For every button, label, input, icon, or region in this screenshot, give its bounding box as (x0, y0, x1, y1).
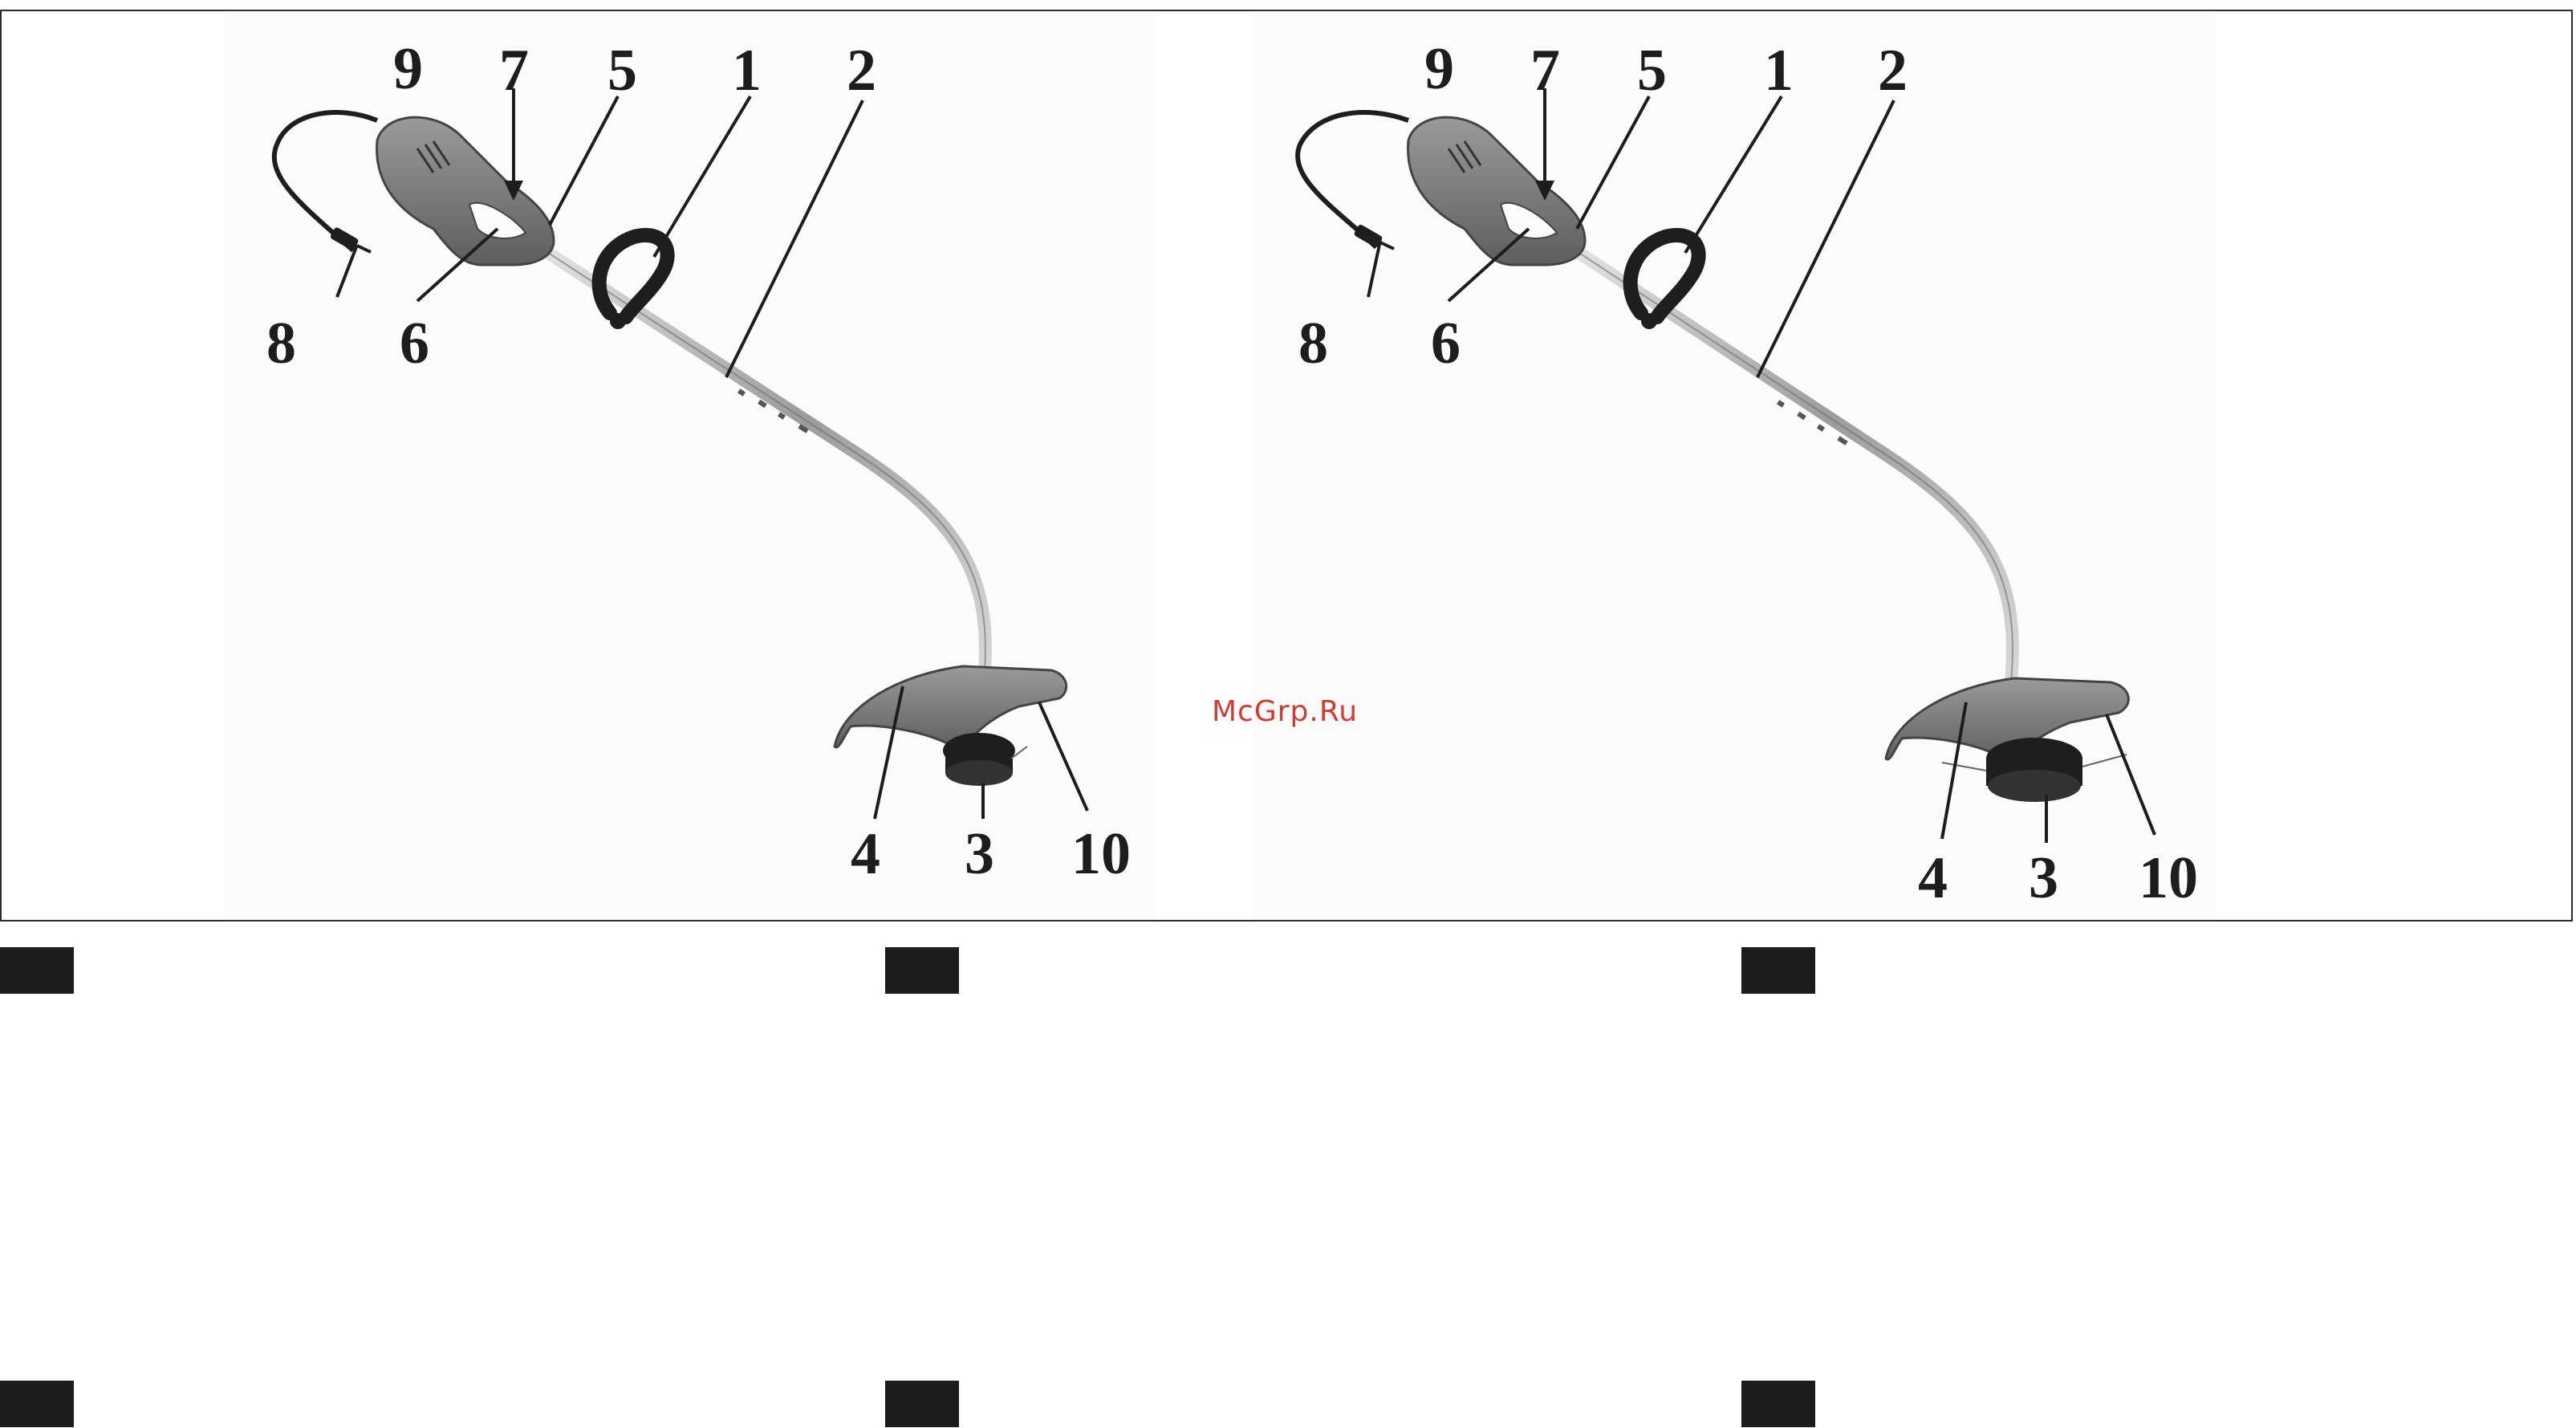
callout-9: 9 (393, 36, 423, 102)
shaft (1561, 241, 2013, 690)
cutting-spool (943, 733, 1027, 786)
callout-9: 9 (1424, 36, 1454, 102)
plug (1353, 224, 1394, 249)
callout-7: 7 (1530, 38, 1560, 104)
callout-4: 4 (851, 821, 880, 887)
callout-3: 3 (965, 821, 994, 887)
callout-8: 8 (266, 311, 296, 376)
callout-6: 6 (1431, 311, 1461, 376)
shaft (530, 241, 985, 690)
callout-3: 3 (2029, 845, 2058, 911)
cutting-spool (1942, 738, 2127, 802)
trimmer-illustrations: 9 7 5 1 2 8 6 4 3 10 (0, 0, 2576, 931)
language-tag-6 (1741, 1381, 1815, 1427)
callout-5: 5 (1637, 38, 1667, 104)
callout-2: 2 (1878, 38, 1908, 104)
callout-1: 1 (732, 38, 762, 104)
watermark-text: McGrp.Ru (1212, 695, 1358, 728)
callout-8: 8 (1298, 311, 1328, 376)
language-tag-1 (0, 947, 74, 994)
callout-5: 5 (607, 38, 637, 104)
language-tag-3 (1741, 947, 1815, 994)
language-tag-2 (885, 947, 959, 994)
power-cord (1298, 112, 1408, 247)
callout-10: 10 (2139, 845, 2198, 911)
front-handle (599, 235, 668, 317)
callout-6: 6 (400, 311, 429, 376)
trimmer-left: 9 7 5 1 2 8 6 4 3 10 (266, 36, 1131, 887)
language-tag-5 (885, 1381, 959, 1427)
safety-guard (835, 666, 1067, 751)
language-tag-4 (0, 1381, 74, 1427)
motor-housing (1408, 117, 1585, 265)
callout-7: 7 (499, 38, 529, 104)
callout-4: 4 (1918, 845, 1948, 911)
motor-housing (377, 117, 554, 265)
callout-1: 1 (1764, 38, 1794, 104)
callout-2: 2 (847, 38, 876, 104)
callout-10: 10 (1071, 821, 1131, 887)
power-cord (274, 112, 377, 250)
plug (329, 226, 371, 252)
trimmer-right: 9 7 5 1 2 8 6 4 3 10 (1298, 36, 2198, 911)
